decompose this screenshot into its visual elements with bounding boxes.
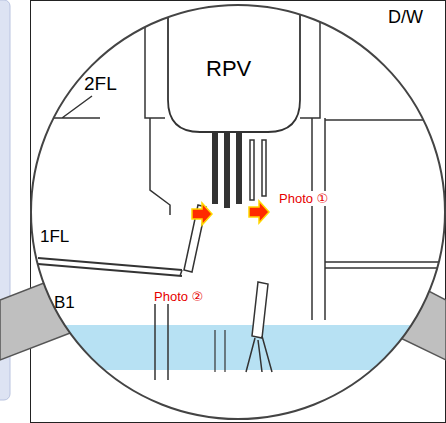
- photo-callout: Photo ②: [152, 289, 205, 304]
- floor-label: 1FL: [40, 228, 69, 245]
- floor-label: B1: [54, 294, 75, 311]
- vessel-label: RPV: [206, 58, 251, 80]
- floor-label: 2FL: [84, 74, 117, 93]
- photo-callout: Photo ①: [277, 191, 330, 206]
- area-label: D/W: [388, 8, 423, 26]
